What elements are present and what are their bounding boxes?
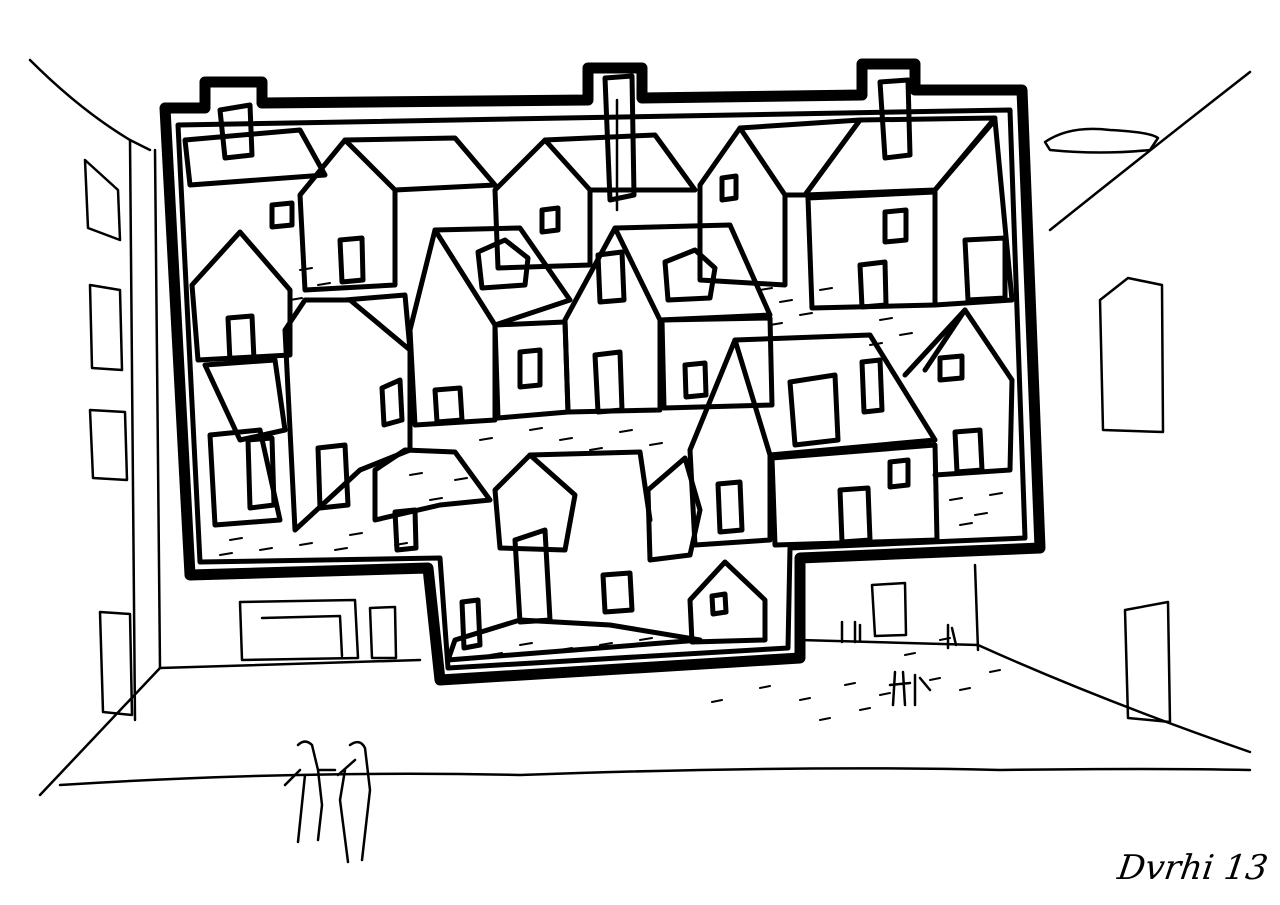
ground-marks — [711, 637, 1001, 721]
right-wall-windows — [1098, 276, 1172, 724]
chimneys — [217, 73, 913, 212]
left-wall-windows — [83, 158, 134, 717]
artist-signature: Dvrhi 13 — [1115, 848, 1271, 888]
mural-frame — [159, 58, 1046, 686]
houses — [182, 115, 1015, 663]
doorways — [238, 581, 908, 662]
cobblestone-hatching — [219, 267, 1003, 656]
people — [283, 620, 958, 864]
house-windows — [225, 173, 1008, 651]
courtyard — [28, 58, 1252, 797]
